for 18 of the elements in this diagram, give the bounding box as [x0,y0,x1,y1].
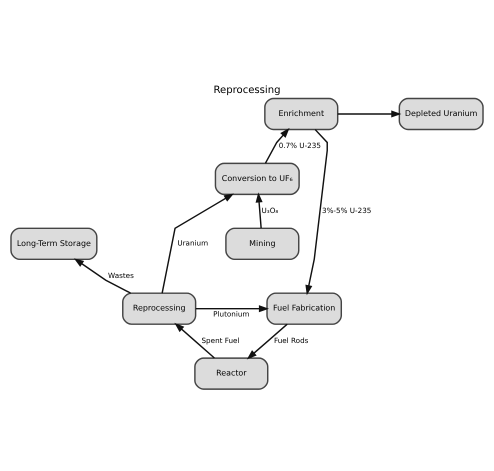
arrow [256,192,263,228]
edge-label: Fuel Rods [274,336,308,345]
arrow [74,258,131,294]
diagram-title: Reprocessing [213,84,281,96]
arrow [305,129,328,296]
edge-label: Wastes [108,271,134,280]
arrow [264,128,290,164]
edge-label: Plutonium [213,310,250,319]
arrow [338,110,402,118]
edge-label: 3%-5% U-235 [322,206,372,216]
edge-label: Spent Fuel [201,336,240,345]
arrow [246,324,288,360]
arrow [174,322,215,359]
arrow [196,305,270,312]
edge-label: 0.7% U-235 [278,141,321,150]
edge-label: U₃O₈ [262,206,278,216]
arrow [161,193,234,294]
edge-label: Uranium [177,238,208,248]
